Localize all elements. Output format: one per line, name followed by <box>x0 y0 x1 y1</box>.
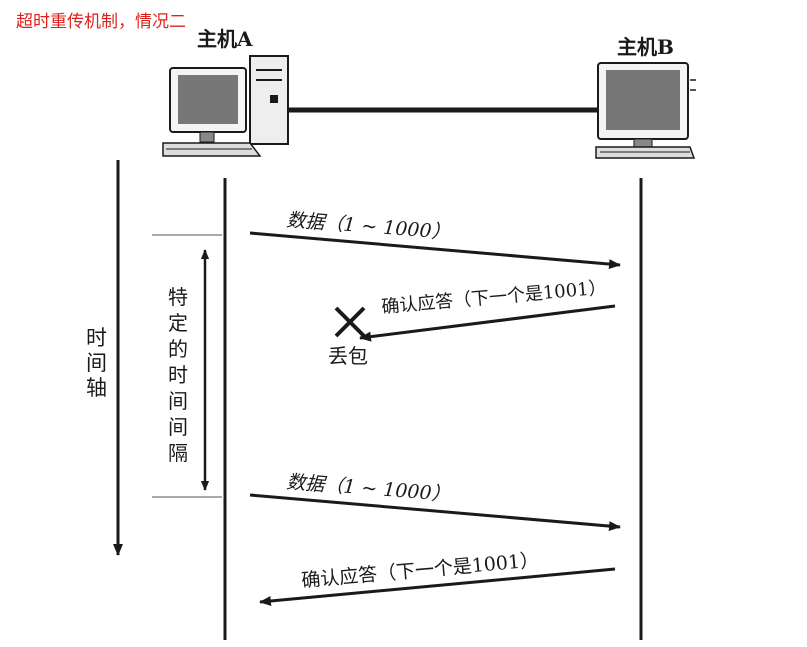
svg-text:的: 的 <box>168 337 188 361</box>
page-title: 超时重传机制，情况二 <box>16 12 186 32</box>
svg-text:时: 时 <box>86 326 107 350</box>
host-a-label: 主机A <box>197 27 253 51</box>
svg-text:特: 特 <box>168 285 188 309</box>
ack-arrow-1 <box>359 304 616 342</box>
ack-label-2: 确认应答（下一个是1001） <box>301 549 540 592</box>
interval-label: 特 定 的 时 间 间 隔 <box>168 285 188 465</box>
svg-text:定: 定 <box>168 311 188 335</box>
host-b-label: 主机B <box>617 35 674 59</box>
host-b-computer <box>595 62 696 159</box>
svg-text:间: 间 <box>168 389 188 413</box>
data-arrow-2 <box>249 493 621 532</box>
svg-text:时: 时 <box>168 363 188 387</box>
time-axis-label: 时 间 轴 <box>86 326 107 400</box>
svg-text:隔: 隔 <box>168 441 188 465</box>
svg-text:间: 间 <box>168 415 188 439</box>
svg-text:间: 间 <box>86 351 107 375</box>
svg-text:轴: 轴 <box>86 376 107 400</box>
data-arrow-1 <box>249 231 621 270</box>
packet-loss-label: 丢包 <box>328 344 368 368</box>
packet-loss-x-icon <box>334 306 366 338</box>
host-a-computer <box>162 55 289 157</box>
ack-arrow-2 <box>259 567 616 606</box>
